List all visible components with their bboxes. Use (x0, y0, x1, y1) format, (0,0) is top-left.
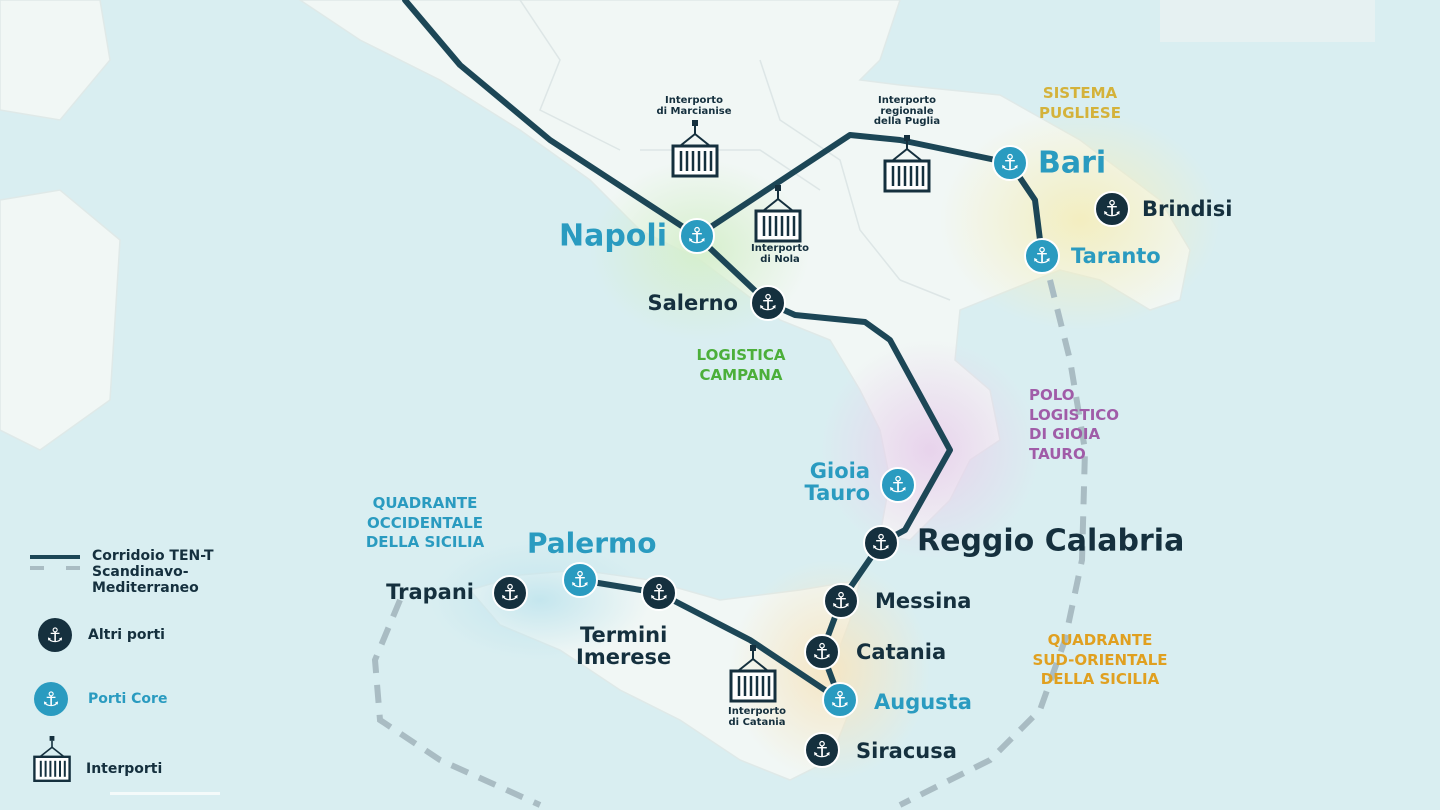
region-line: POLO (1029, 386, 1075, 404)
legend-other-ports-label: Altri porti (88, 627, 165, 643)
region-line: SUD-ORIENTALE (1032, 650, 1168, 669)
legend-other-ports: ⚓ Altri porti (38, 618, 165, 652)
messina-label: Messina (875, 588, 972, 613)
legend-corridor-line-3: Mediterraneo (92, 580, 199, 597)
catania-label: Catania (856, 639, 947, 664)
region-line: LOGISTICA (696, 346, 786, 364)
brindisi-label: Brindisi (1142, 196, 1233, 221)
region-line: LOGISTICO (1029, 405, 1120, 424)
legend-core-ports-label: Porti Core (88, 691, 168, 707)
trapani-label: Trapani (386, 579, 474, 604)
puglia-line-1: Interporto (878, 95, 936, 106)
region-line: DELLA SICILIA (1040, 670, 1160, 688)
puglia-line-3: della Puglia (873, 116, 941, 127)
legend-interporti: Interporti (32, 736, 162, 784)
region-line: CAMPANA (699, 365, 783, 384)
bari-port-anchor-icon[interactable]: ⚓ (992, 145, 1028, 181)
region-line: QUADRANTE (372, 494, 478, 512)
region-line: DELLA SICILIA (365, 533, 485, 551)
catania-container-crane-icon[interactable] (728, 645, 778, 705)
region-line: PUGLIESE (1039, 103, 1121, 122)
gioia-tauro-label-line-2: Tauro (804, 481, 870, 505)
siracusa-port-anchor-icon[interactable]: ⚓ (804, 732, 840, 768)
reggio-calabria-label: Reggio Calabria (917, 523, 1185, 559)
region-line: QUADRANTE (1047, 631, 1153, 649)
termini-imerese-port-anchor-icon[interactable]: ⚓ (641, 575, 677, 611)
region-line: OCCIDENTALE (366, 513, 484, 532)
siracusa-label: Siracusa (856, 738, 957, 763)
reggio-calabria-port-anchor-icon[interactable]: ⚓ (863, 525, 899, 561)
palermo-label: Palermo (527, 526, 657, 560)
catania-port-anchor-icon[interactable]: ⚓ (804, 634, 840, 670)
region-line: SISTEMA (1042, 84, 1118, 102)
sardinia-corner (0, 189, 121, 451)
napoli-label: Napoli (558, 218, 667, 254)
catania-interporto-line-2: di Catania (728, 716, 786, 728)
salerno-label: Salerno (647, 290, 738, 315)
taranto-label: Taranto (1071, 243, 1161, 268)
napoli-port-anchor-icon[interactable]: ⚓ (679, 218, 715, 254)
termini-imerese-line-1: Termini (579, 622, 668, 647)
legend-corridor-line-2: Scandinavo- (92, 564, 189, 581)
messina-port-anchor-icon[interactable]: ⚓ (823, 583, 859, 619)
legend-anchor-icon: ⚓ (38, 618, 72, 652)
gioia-tauro-port-anchor-icon[interactable]: ⚓ (880, 467, 916, 503)
legend-interporti-label: Interporti (86, 761, 163, 777)
puglia-container-crane-icon[interactable] (882, 135, 932, 195)
catania-interporto-line-1: Interporto (728, 706, 786, 717)
marcianise-line-1: Interporto (665, 95, 723, 106)
palermo-port-anchor-icon[interactable]: ⚓ (562, 562, 598, 598)
internal-borders (519, 0, 951, 301)
augusta-label: Augusta (874, 689, 972, 714)
nola-line-2: di Nola (760, 253, 800, 265)
corsica-corner (0, 0, 111, 121)
legend-core-ports: ⚓ Porti Core (34, 682, 167, 716)
dashed-corridor (371, 279, 1089, 808)
bari-label: Bari (1038, 145, 1107, 181)
termini-imerese-line-2: Imerese (576, 645, 672, 669)
brindisi-port-anchor-icon[interactable]: ⚓ (1094, 191, 1130, 227)
puglia-line-2: regionale (880, 105, 934, 117)
trapani-port-anchor-icon[interactable]: ⚓ (492, 575, 528, 611)
augusta-port-anchor-icon[interactable]: ⚓ (822, 682, 858, 718)
marcianise-line-2: di Marcianise (656, 105, 732, 117)
gioia-tauro-label-line-1: Gioia (809, 458, 870, 483)
legend-corridor-line-1: Corridoio TEN-T (92, 548, 214, 564)
legend-container-crane-icon (32, 736, 72, 784)
nola-line-1: Interporto (751, 243, 809, 254)
nola-container-crane-icon[interactable] (753, 185, 803, 245)
taranto-port-anchor-icon[interactable]: ⚓ (1024, 238, 1060, 274)
legend-anchor-icon: ⚓ (34, 682, 68, 716)
region-line: TAURO (1029, 444, 1086, 463)
marcianise-container-crane-icon[interactable] (670, 120, 720, 180)
region-line: DI GIOIA (1029, 425, 1101, 443)
legend-corridor-line-icon (30, 555, 80, 570)
salerno-port-anchor-icon[interactable]: ⚓ (750, 285, 786, 321)
